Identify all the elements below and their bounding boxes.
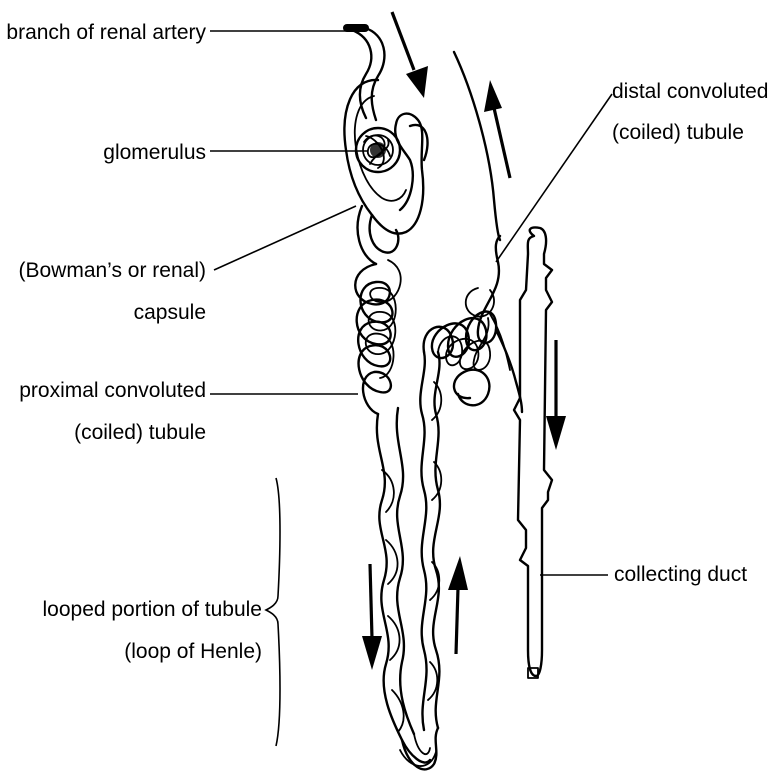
label-glomerulus: glomerulus (103, 141, 206, 164)
label-distal-line1: distal convoluted (612, 80, 768, 103)
nephron-illustration (344, 28, 552, 769)
loop-brace (266, 478, 280, 746)
glomerulus-ball (356, 128, 400, 172)
label-branch-of-renal-artery: branch of renal artery (6, 21, 206, 44)
label-capsule-line1: (Bowman’s or renal) (18, 259, 206, 282)
label-loop-line1: looped portion of tubule (42, 598, 262, 621)
label-proximal-line1: proximal convoluted (19, 379, 206, 402)
arrow-duct-down (546, 340, 566, 450)
leader-distal (496, 94, 612, 262)
collecting-duct-shape (514, 227, 552, 678)
label-collecting-duct: collecting duct (614, 563, 747, 586)
efferent-vessel (454, 52, 500, 240)
arrow-loop-down (362, 564, 382, 670)
ascending-limb (420, 352, 441, 730)
label-loop-line2: (loop of Henle) (124, 640, 262, 663)
distal-tubule (424, 236, 500, 405)
leader-lines (210, 31, 612, 746)
arrow-into-artery (392, 12, 428, 98)
label-capsule-line2: capsule (134, 301, 206, 324)
arrow-loop-up (448, 556, 468, 654)
leader-capsule (214, 206, 356, 270)
flow-arrows (362, 12, 566, 670)
label-proximal-line2: (coiled) tubule (74, 421, 206, 444)
label-distal-line2: (coiled) tubule (612, 121, 744, 144)
proximal-tubule (355, 260, 400, 414)
